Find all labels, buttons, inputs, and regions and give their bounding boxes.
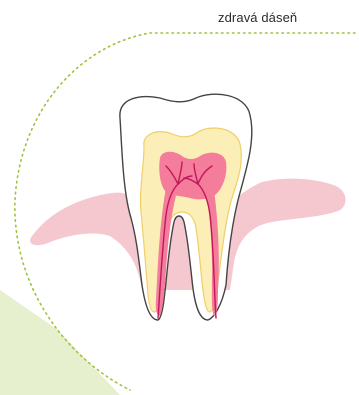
caption-healthy-gum: zdravá dáseň <box>218 10 297 25</box>
background-wedge <box>0 290 120 395</box>
